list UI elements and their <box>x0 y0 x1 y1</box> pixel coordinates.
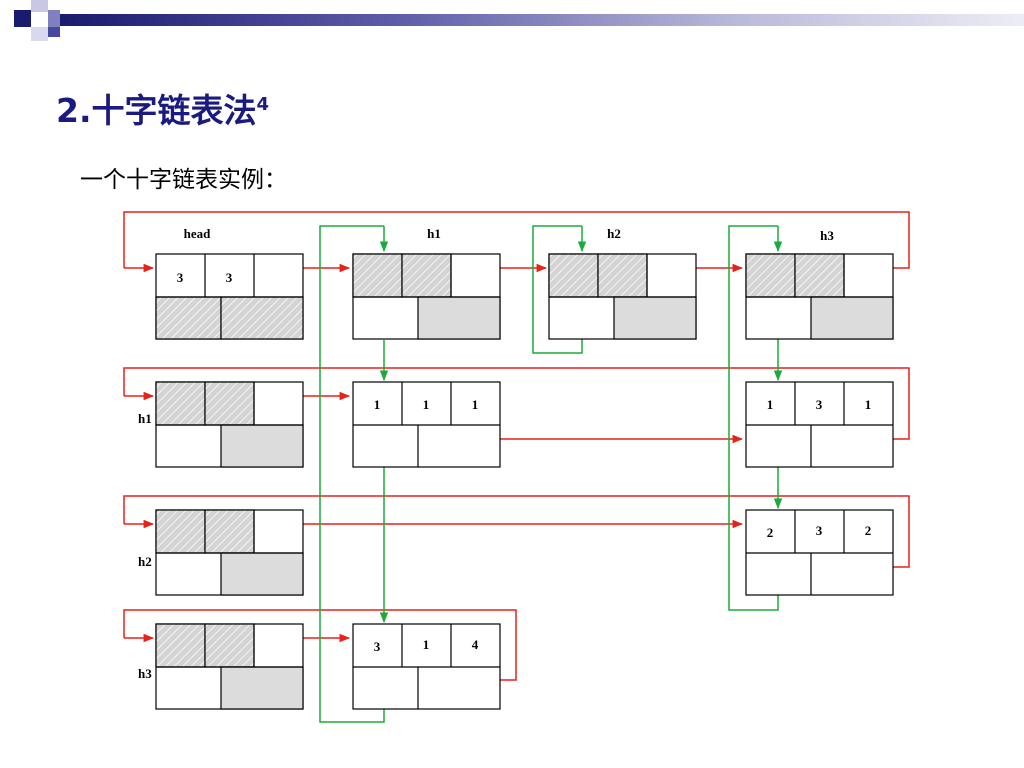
node-1-3-row: 1 <box>767 397 774 412</box>
label-head: head <box>184 226 212 241</box>
header-square-light <box>31 0 48 12</box>
header-square-dark <box>14 10 31 27</box>
col-head-h2 <box>548 253 697 340</box>
label-row-h3: h3 <box>138 666 152 681</box>
row3-loop <box>123 609 517 681</box>
head-node <box>155 253 304 340</box>
node-1-1-row: 1 <box>374 397 381 412</box>
header-square-pale <box>31 27 48 41</box>
column-links <box>319 225 783 723</box>
label-row-h2: h2 <box>138 554 152 569</box>
node-1-3 <box>745 381 894 468</box>
row-head-h2 <box>155 509 304 596</box>
node-1-1-value: 1 <box>472 397 479 412</box>
label-col-h1: h1 <box>427 226 441 241</box>
node-3-1-col: 1 <box>423 637 430 652</box>
node-1-1 <box>352 381 501 468</box>
node-2-3-value: 2 <box>865 523 872 538</box>
slide-title: 2.十字链表法4 <box>56 91 270 130</box>
slide-subtitle: 一个十字链表实例： <box>80 167 287 193</box>
header-square-small <box>48 27 60 37</box>
head-cols-value: 3 <box>226 270 233 285</box>
node-3-1-row: 3 <box>374 639 381 654</box>
col-head-h3 <box>745 253 894 340</box>
col-head-h1 <box>352 253 501 340</box>
header-gradient-bar <box>60 14 1024 26</box>
row2-loop <box>123 495 910 568</box>
node-2-3-row: 2 <box>767 525 774 540</box>
label-col-h3: h3 <box>820 228 834 243</box>
node-3-1 <box>352 623 501 710</box>
label-col-h2: h2 <box>607 226 621 241</box>
col2-loop <box>532 225 583 354</box>
node-1-1-col: 1 <box>423 397 430 412</box>
row1-loop <box>123 367 910 440</box>
node-2-3 <box>745 509 894 596</box>
row-head-h3 <box>155 623 304 710</box>
node-1-3-col: 3 <box>816 397 823 412</box>
node-2-3-col: 3 <box>816 523 823 538</box>
node-3-1-value: 4 <box>472 637 479 652</box>
head-rows-value: 3 <box>177 270 184 285</box>
col1-loop <box>319 225 385 723</box>
label-row-h1: h1 <box>138 411 152 426</box>
row-head-h1 <box>155 381 304 468</box>
col3-loop <box>728 225 779 611</box>
header-square-mid <box>48 10 60 27</box>
node-1-3-value: 1 <box>865 397 872 412</box>
head-row-loop <box>123 211 910 269</box>
